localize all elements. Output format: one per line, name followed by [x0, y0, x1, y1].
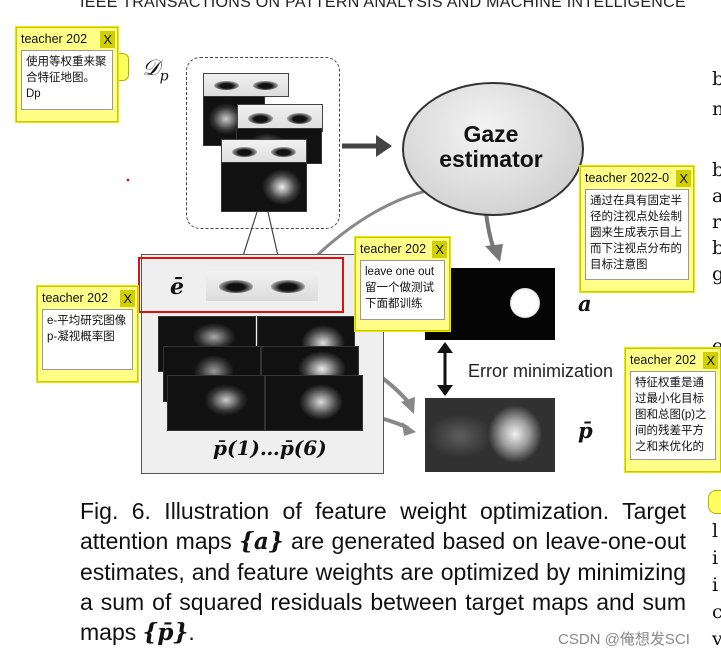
dp-label: 𝒟p — [142, 56, 169, 85]
sum-map — [425, 398, 555, 472]
close-icon[interactable]: X — [120, 289, 135, 307]
close-icon[interactable]: X — [703, 351, 718, 369]
fixation-circle — [510, 288, 540, 318]
annotation-note[interactable]: teacher 202 X leave one out 留一个做测试 下面都训练 — [355, 237, 450, 331]
arrowhead — [437, 342, 453, 353]
mean-eye-image — [206, 271, 318, 301]
right-column-fragment: e — [712, 335, 721, 357]
note-title: teacher 202 — [360, 242, 427, 256]
error-minimization-label: Error minimization — [468, 361, 614, 381]
annotation-note[interactable]: teacher 202 X e-平均研究图像 p-凝视概率图 — [37, 286, 138, 382]
eye-image — [237, 104, 323, 132]
arrow-estimator-target — [484, 211, 496, 251]
probability-map — [265, 375, 363, 431]
p-range-label: p̄(1)…p̄(6) — [213, 436, 327, 460]
annotation-note[interactable]: teacher 202 X 使用等权重来聚合特征地图。Dp — [16, 27, 118, 122]
arrowhead — [401, 397, 415, 414]
note-title: teacher 202 — [42, 291, 109, 305]
note-body[interactable]: e-平均研究图像 p-凝视概率图 — [42, 309, 133, 370]
note-body[interactable]: 使用等权重来聚合特征地图。Dp — [21, 50, 113, 110]
arrowhead — [402, 422, 416, 436]
p-bar-label: p̄ — [578, 418, 593, 443]
note-body[interactable]: 特征权重是通过最小化目标图和总图(p)之间的残差平方之和来优化的 — [630, 371, 716, 460]
journal-header: IEEE TRANSACTIONS ON PATTERN ANALYSIS AN… — [80, 0, 686, 11]
dp-dashed-box — [186, 57, 340, 229]
close-icon[interactable]: X — [676, 169, 691, 187]
e-bar-label: ē — [170, 274, 184, 300]
connector-line — [242, 211, 258, 257]
highlight-chip[interactable] — [708, 490, 721, 514]
note-title: teacher 202 — [21, 32, 88, 46]
arrowhead — [437, 385, 453, 396]
connector-line — [267, 211, 279, 257]
annotation-note[interactable]: teacher 202 X 特征权重是通过最小化目标图和总图(p)之间的残差平方之… — [625, 348, 721, 472]
close-icon[interactable]: X — [100, 30, 115, 48]
eye-image — [221, 139, 307, 165]
note-title: teacher 202 — [630, 353, 697, 367]
arrowhead — [376, 135, 392, 157]
heatmap-image — [221, 162, 307, 212]
annotation-dot — [126, 178, 130, 182]
note-title: teacher 2022-0 — [585, 171, 670, 185]
gaze-estimator-ellipse — [402, 82, 584, 216]
a-label: a — [578, 291, 592, 316]
figure-caption: Fig. 6. Illustration of feature weight o… — [80, 498, 686, 646]
note-body[interactable]: leave one out 留一个做测试 下面都训练 — [360, 260, 445, 320]
note-body[interactable]: 通过在具有固定半径的注视点处绘制圆来生成表示目上而下注视点分布的目标注意图 — [585, 189, 689, 280]
watermark: CSDN @俺想发SCI — [558, 631, 690, 648]
annotation-note[interactable]: teacher 2022-0 X 通过在具有固定半径的注视点处绘制圆来生成表示目上… — [580, 166, 694, 292]
arrowhead — [485, 244, 503, 262]
highlight-box — [138, 257, 344, 313]
close-icon[interactable]: X — [432, 240, 447, 258]
probability-map — [167, 375, 265, 431]
